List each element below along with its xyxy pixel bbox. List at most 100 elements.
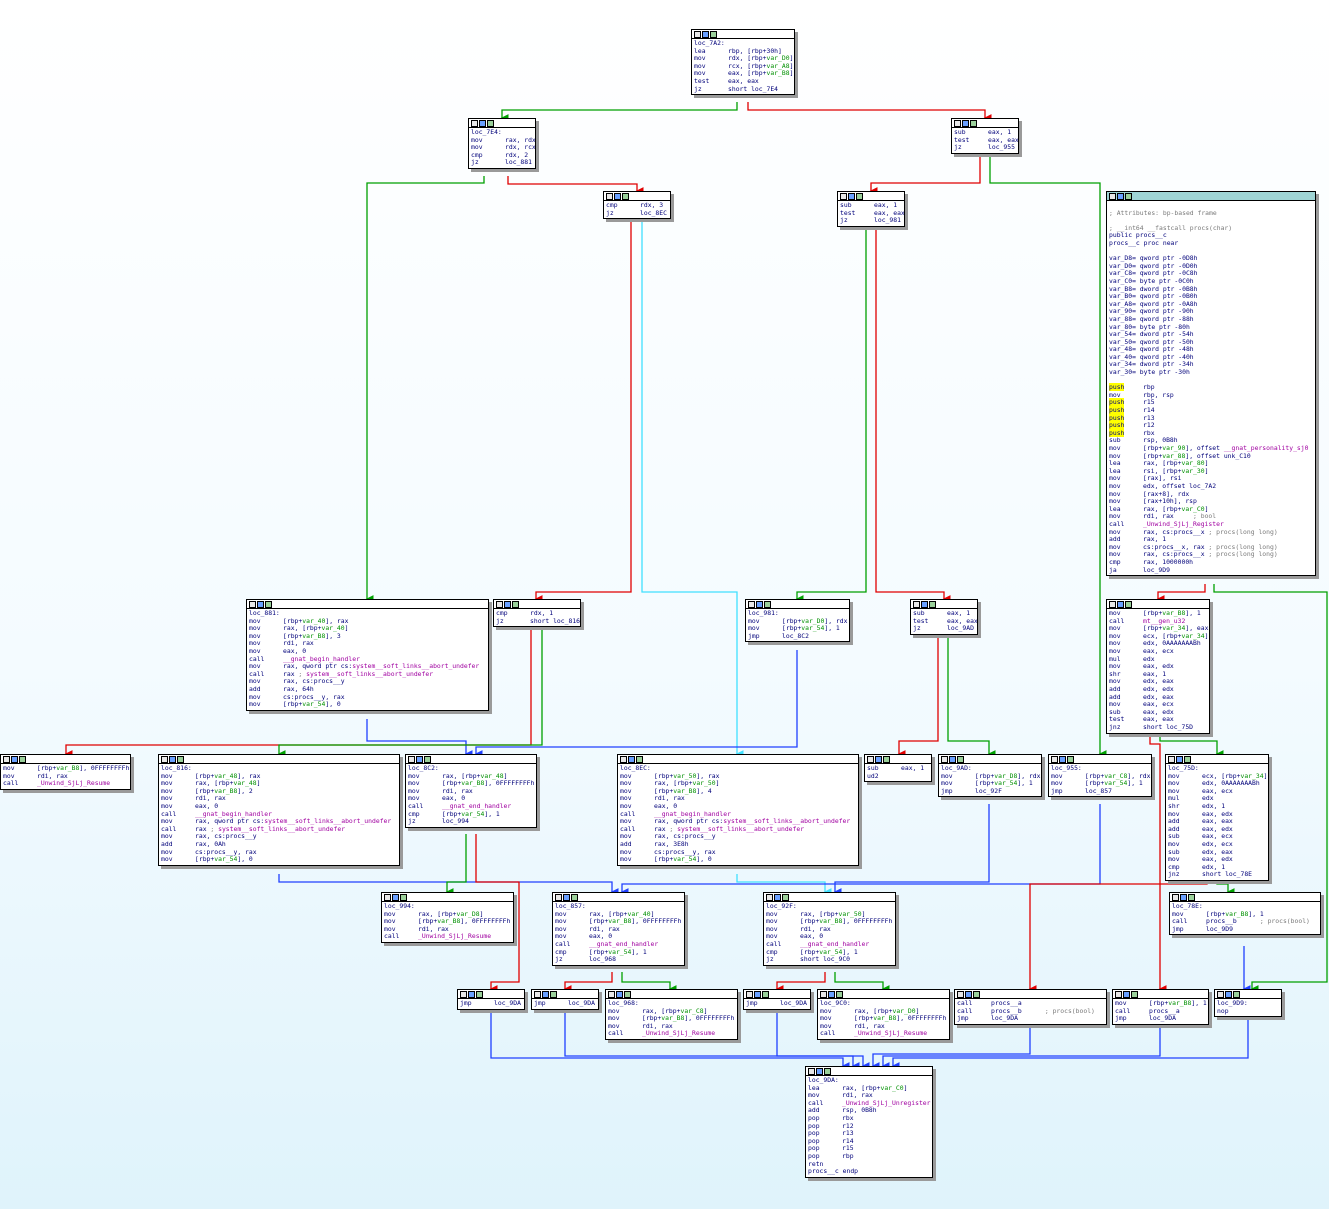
asm-line[interactable]: var_88= qword ptr -88h	[1109, 314, 1194, 323]
group-icon[interactable]	[762, 990, 769, 998]
group-icon[interactable]	[856, 192, 863, 200]
group-icon[interactable]	[1131, 990, 1138, 998]
asm-line[interactable]: mov[rbp+var_34], eax	[1109, 624, 1209, 633]
block-header[interactable]	[1107, 192, 1315, 201]
block-header[interactable]	[159, 755, 399, 764]
asm-line[interactable]: var_50= qword ptr -50h	[1109, 337, 1194, 346]
group-icon[interactable]	[622, 192, 629, 200]
asm-line[interactable]: mov[rbp+var_54], 0	[620, 855, 712, 864]
asm-line[interactable]: mov[rbp+var_B8], 0FFFFFFFFh	[820, 1014, 947, 1023]
graph-icon[interactable]	[1117, 600, 1124, 608]
asm-line[interactable]: mov[rbp+var_48], rax	[161, 771, 261, 780]
asm-line[interactable]: public procs__c	[1109, 231, 1167, 240]
asm-line[interactable]: var_D0= qword ptr -0D0h	[1109, 261, 1198, 270]
block-header[interactable]	[606, 990, 737, 999]
color-icon[interactable]	[941, 755, 948, 763]
asm-line[interactable]: loc_981:	[748, 609, 779, 617]
block-header[interactable]	[692, 30, 794, 39]
asm-line[interactable]: procs__c endp	[808, 1167, 859, 1176]
group-icon[interactable]	[624, 990, 631, 998]
graph-icon[interactable]	[542, 990, 549, 998]
block-header[interactable]	[553, 893, 684, 902]
color-icon[interactable]	[1051, 755, 1058, 763]
asm-line[interactable]: loc_9DA:	[808, 1076, 839, 1084]
asm-line[interactable]: ud2	[867, 771, 879, 780]
block-header[interactable]	[469, 119, 535, 128]
color-icon[interactable]	[820, 990, 827, 998]
color-icon[interactable]	[1217, 990, 1224, 998]
asm-line[interactable]: cmp[rbp+var_54], 1	[766, 947, 858, 956]
block-header[interactable]	[838, 192, 904, 201]
asm-line[interactable]: mov[rbp+var_B8], 0FFFFFFFFh	[3, 764, 130, 772]
block-header[interactable]	[818, 990, 949, 999]
color-icon[interactable]	[249, 600, 256, 608]
asm-line[interactable]: nop	[1217, 1006, 1229, 1015]
color-icon[interactable]	[408, 755, 415, 763]
group-icon[interactable]	[476, 990, 483, 998]
asm-line[interactable]: var_40= qword ptr -40h	[1109, 352, 1194, 361]
block-header[interactable]	[618, 755, 858, 764]
asm-line[interactable]: mov[rbp+var_54], 1	[1051, 779, 1143, 788]
graph-icon[interactable]	[965, 990, 972, 998]
asm-line[interactable]: mov[rbp+var_B8], 0FFFFFFFFh	[608, 1014, 735, 1023]
asm-line[interactable]: var_C0= byte ptr -0C0h	[1109, 276, 1194, 285]
graph-icon[interactable]	[1176, 755, 1183, 763]
color-icon[interactable]	[1115, 990, 1122, 998]
graph-icon[interactable]	[962, 119, 969, 127]
color-icon[interactable]	[867, 755, 874, 763]
asm-line[interactable]: mov[rbp+var_54], 1	[748, 624, 840, 633]
asm-line[interactable]: var_D8= qword ptr -0D8h	[1109, 254, 1198, 263]
color-icon[interactable]	[840, 192, 847, 200]
asm-line[interactable]: mov[rbp+var_50], rax	[620, 771, 720, 780]
asm-line[interactable]: loc_955:	[1051, 764, 1082, 772]
group-icon[interactable]	[424, 755, 431, 763]
block-header[interactable]	[382, 893, 513, 902]
color-icon[interactable]	[1172, 893, 1179, 901]
asm-line[interactable]: loc_8EC:	[620, 764, 651, 772]
block-header[interactable]	[746, 600, 849, 609]
asm-line[interactable]: mov[rbp+var_90], offset __gnat_personali…	[1109, 444, 1309, 452]
asm-line[interactable]: loc_9D9:	[1217, 999, 1248, 1007]
color-icon[interactable]	[471, 119, 478, 127]
asm-line[interactable]: mov[rbp+var_B8], 3	[249, 631, 341, 640]
graph-icon[interactable]	[169, 755, 176, 763]
group-icon[interactable]	[636, 755, 643, 763]
